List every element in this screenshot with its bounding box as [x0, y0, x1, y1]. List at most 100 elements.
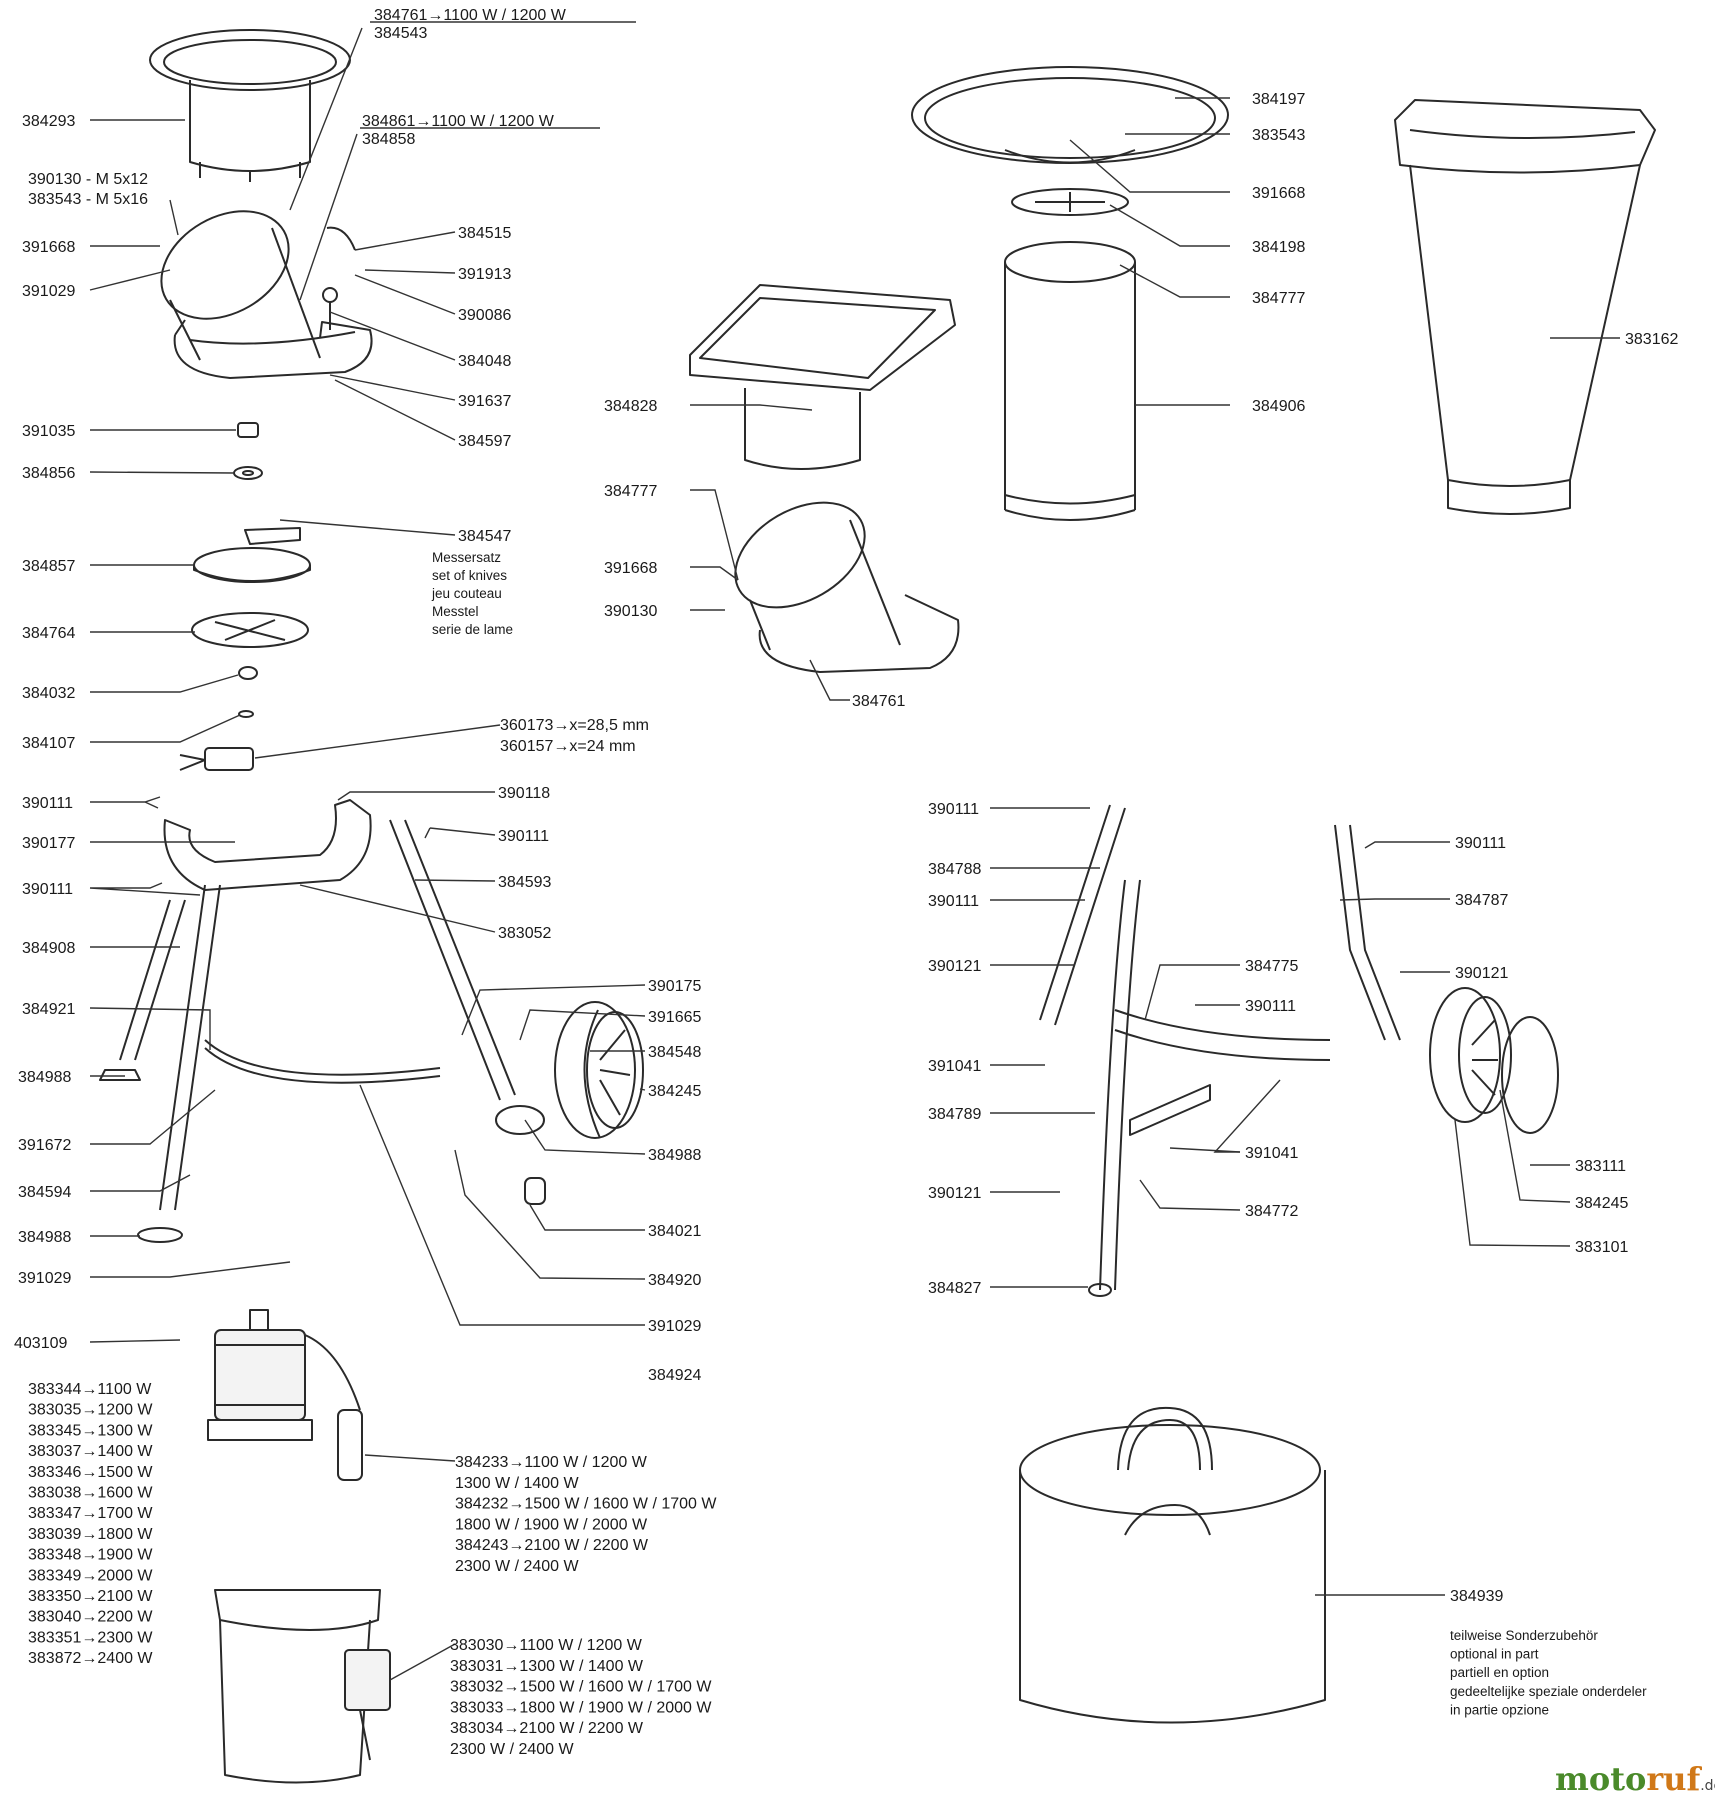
stand-frame — [99, 799, 545, 1243]
callout-line: 384856 — [22, 465, 75, 482]
callout-line: 384861→1100 W / 1200 W — [362, 113, 555, 130]
callout-line: 390111 — [1455, 835, 1506, 852]
callout-line: 384547 — [458, 528, 511, 545]
callout-line: gedeeltelijke speziale onderdeler — [1450, 1684, 1647, 1699]
label-c65: 384787 — [1455, 892, 1508, 909]
label-c60: 384761 — [852, 693, 905, 710]
callout-line: 384788 — [928, 861, 981, 878]
label-c78: 384827 — [928, 1280, 981, 1297]
label-c58: 391668 — [604, 560, 657, 577]
callout-line: 383033→1800 W / 1900 W / 2000 W — [450, 1699, 712, 1716]
callout-line: 383032→1500 W / 1600 W / 1700 W — [450, 1679, 712, 1696]
callout-line: 390111 — [22, 881, 73, 898]
label-c63: 390111 — [928, 893, 979, 910]
callout-line: 383039→1800 W — [28, 1526, 153, 1543]
label-c2: 384293 — [22, 113, 75, 130]
callout-line: Messersatz — [432, 550, 501, 565]
callout-line: 383349→2000 W — [28, 1567, 153, 1584]
label-c49: 384197 — [1252, 91, 1305, 108]
callout-line: 384906 — [1252, 398, 1305, 415]
knife-disc — [191, 527, 311, 718]
callout-line: 391913 — [458, 266, 511, 283]
callout-line: 384597 — [458, 433, 511, 450]
callout-line: 384827 — [928, 1280, 981, 1297]
label-c43: 391029 — [648, 1318, 701, 1335]
watermark-part-a: moto — [1555, 1760, 1646, 1798]
callout-line: 383040→2200 W — [28, 1609, 153, 1626]
callout-line: 383038→1600 W — [28, 1485, 153, 1502]
callout-line: 384548 — [648, 1044, 701, 1061]
callout-line: 384775 — [1245, 958, 1298, 975]
label-c5: 391668 — [22, 239, 75, 256]
label-c61: 390111 — [928, 801, 979, 818]
callout-line: 390111 — [928, 801, 979, 818]
callout-line: 383344→1100 W — [28, 1381, 152, 1398]
callout-line: 384243→2100 W / 2200 W — [455, 1537, 649, 1554]
label-c53: 384777 — [1252, 290, 1305, 307]
label-c14: 384856 — [22, 465, 75, 482]
label-c55: 383162 — [1625, 331, 1678, 348]
callout-line: 384594 — [18, 1184, 71, 1201]
label-c15: 384547 — [458, 528, 511, 545]
label-c22: 390111 — [22, 795, 73, 812]
label-c32: 391665 — [648, 1009, 701, 1026]
callout-line: 391668 — [604, 560, 657, 577]
callout-line: 391637 — [458, 393, 511, 410]
callout-line: 1300 W / 1400 W — [455, 1475, 580, 1492]
callout-line: 384543 — [374, 25, 427, 42]
callout-line: Messtel — [432, 604, 479, 619]
label-c67: 384775 — [1245, 958, 1298, 975]
label-c51: 391668 — [1252, 185, 1305, 202]
callout-line: 384761→1100 W / 1200 W — [374, 7, 567, 24]
callout-line: 384988 — [648, 1147, 701, 1164]
callout-line: 1800 W / 1900 W / 2000 W — [455, 1516, 648, 1533]
callout-line: 384032 — [22, 685, 75, 702]
callout-line: 384232→1500 W / 1600 W / 1700 W — [455, 1496, 717, 1513]
callout-line: 403109 — [14, 1335, 67, 1352]
label-c25: 390111 — [498, 828, 549, 845]
callout-line: 384924 — [648, 1367, 701, 1384]
label-c74: 390121 — [928, 1185, 981, 1202]
callout-line: teilweise Sonderzubehör — [1450, 1628, 1598, 1643]
shaft-sleeve — [179, 747, 254, 771]
label-c79: 384939 — [1450, 1588, 1503, 1605]
watermark-part-b: ruf — [1646, 1760, 1702, 1798]
callout-line: 390111 — [928, 893, 979, 910]
callout-line: 391029 — [18, 1270, 71, 1287]
callout-line: 384988 — [18, 1069, 71, 1086]
wheel-right — [1429, 987, 1559, 1134]
callout-line: 384245 — [648, 1083, 701, 1100]
label-c24: 390177 — [22, 835, 75, 852]
callout-line: optional in part — [1450, 1647, 1539, 1662]
label-c56: 384828 — [604, 398, 657, 415]
label-c35: 384245 — [648, 1083, 701, 1100]
label-c40: 384988 — [18, 1229, 71, 1246]
label-c18: 384764 — [22, 625, 75, 642]
callout-line: 390177 — [22, 835, 75, 852]
label-c31: 384921 — [22, 1001, 75, 1018]
top-hopper — [911, 66, 1229, 216]
cylinder — [1004, 241, 1136, 521]
label-c45: 384924 — [648, 1367, 701, 1384]
callout-line: 390121 — [928, 958, 981, 975]
label-c26: 390111 — [22, 881, 73, 898]
callout-line: 391672 — [18, 1137, 71, 1154]
label-c36: 384988 — [648, 1147, 701, 1164]
label-c20: 384107 — [22, 735, 75, 752]
callout-line: 391029 — [648, 1318, 701, 1335]
switch-housing — [214, 1589, 391, 1784]
label-c62: 384788 — [928, 861, 981, 878]
callout-line: 391041 — [928, 1058, 981, 1075]
label-c12: 391035 — [22, 423, 75, 440]
label-c39: 384021 — [648, 1223, 701, 1240]
callout-line: 390130 - M 5x12 — [28, 171, 148, 188]
callout-line: 384772 — [1245, 1203, 1298, 1220]
label-c23: 390118 — [498, 785, 550, 802]
callout-line: 384021 — [648, 1223, 701, 1240]
callout-line: 384787 — [1455, 892, 1508, 909]
